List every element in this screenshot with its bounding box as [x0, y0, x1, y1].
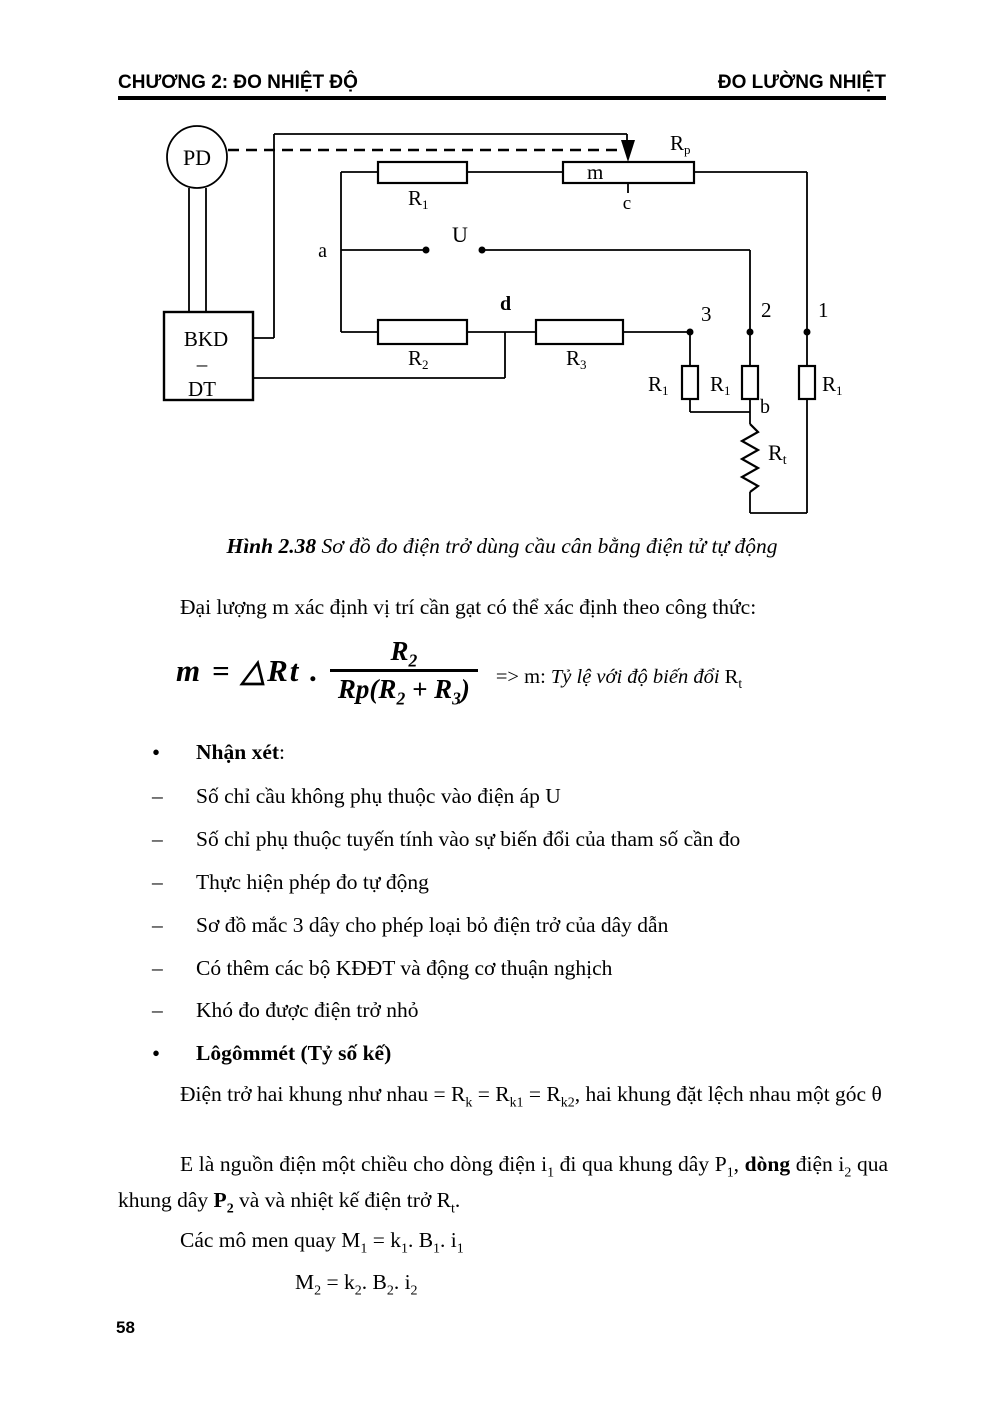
- rt-zigzag: [739, 423, 761, 493]
- note-item-row: – Có thêm các bộ KĐĐT và động cơ thuận n…: [152, 956, 892, 981]
- dash-marker: –: [152, 913, 163, 937]
- r1-line2-label: R1: [710, 372, 731, 398]
- note-item-row: – Sơ đồ mắc 3 dây cho phép loại bỏ điện …: [152, 913, 892, 938]
- a-label: a: [318, 240, 327, 262]
- node-dots: [422, 246, 811, 336]
- note-heading-row: • Lôgômmét (Tỷ số kế): [152, 1041, 892, 1067]
- bkd-dt-box: [162, 310, 255, 402]
- bkd-label-3: DT: [188, 377, 216, 401]
- m-label: m: [587, 160, 603, 184]
- header-chapter-title: CHƯƠNG 2: ĐO NHIỆT ĐỘ: [118, 72, 358, 93]
- b-label: b: [760, 396, 770, 418]
- formula-numerator: R2: [390, 636, 418, 671]
- note-heading: Lôgômmét (Tỷ số kế): [196, 1041, 392, 1065]
- resistor-r1-top: [376, 160, 469, 185]
- node3-dot: [686, 328, 694, 336]
- dash-marker: –: [152, 956, 163, 980]
- note-item-row: – Số chỉ phụ thuộc tuyến tính vào sự biế…: [152, 827, 892, 852]
- note-item: Số chỉ cầu không phụ thuộc vào điện áp U: [196, 784, 561, 808]
- note-item-row: – Số chỉ cầu không phụ thuộc vào điện áp…: [152, 784, 892, 809]
- dash-marker: –: [152, 827, 163, 851]
- node3-branch-wire: [689, 399, 750, 413]
- u-label: U: [452, 222, 468, 247]
- paragraph-moment: Các mô men quay M1 = k1. B1. i1: [180, 1228, 464, 1257]
- resistor-r1-line2: [740, 364, 760, 401]
- paragraph-khung: Điện trở hai khung như nhau = Rk = Rk1 =…: [180, 1082, 882, 1111]
- bkd-d-wire: [253, 332, 506, 379]
- note-item: Có thêm các bộ KĐĐT và động cơ thuận ngh…: [196, 956, 613, 980]
- pd-motor-circle: [166, 125, 228, 189]
- node1-label: 1: [818, 298, 829, 322]
- bottom-row-wire: [341, 331, 691, 366]
- circuit-diagram: PD BKD – DT R1 Rp m c a U d R2 R3 3 2 1 …: [162, 125, 843, 514]
- formula-denominator: Rp(R2 + R3): [329, 669, 478, 707]
- wiper-arrowhead: [621, 140, 635, 162]
- note-heading: Nhận xét:: [196, 740, 286, 764]
- note-item-row: – Thực hiện phép đo tự động: [152, 870, 892, 895]
- note-item: Thực hiện phép đo tự động: [196, 870, 429, 894]
- dash-marker: –: [152, 870, 163, 894]
- header-rule: [118, 96, 886, 100]
- pd-label: PD: [183, 145, 211, 170]
- note-item: Số chỉ phụ thuộc tuyến tính vào sự biến …: [196, 827, 741, 851]
- r3-label: R3: [566, 346, 587, 372]
- formula-lhs: m = △Rt .: [176, 652, 320, 688]
- formula-note: => m: Tỷ lệ với độ biến đổi Rt: [495, 666, 743, 692]
- r1-top-label: R1: [408, 186, 429, 212]
- resistor-r1-line3: [680, 364, 700, 401]
- rp-label: Rp: [670, 131, 691, 157]
- equation-m2: M2 = k2. B2. i2: [295, 1270, 418, 1299]
- c-label: c: [623, 193, 631, 214]
- pd-shaft-lines: [188, 188, 207, 312]
- node2-dot: [746, 328, 754, 336]
- note-item: Sơ đồ mắc 3 dây cho phép loại bỏ điện tr…: [196, 913, 669, 937]
- bkd-label-1: BKD: [184, 327, 228, 351]
- page-number: 58: [116, 1318, 135, 1337]
- r2-label: R2: [408, 346, 429, 372]
- note-item-row: – Khó đo được điện trở nhỏ: [152, 998, 892, 1023]
- dash-marker: –: [152, 784, 163, 808]
- resistor-r3: [534, 318, 625, 346]
- figure-caption: Hình 2.38 Sơ đồ đo điện trở dùng cầu cân…: [226, 534, 778, 558]
- potentiometer-rp: [561, 160, 696, 185]
- node3-label: 3: [701, 302, 712, 326]
- bullet-marker: •: [152, 740, 161, 765]
- u-supply-wire: [341, 249, 751, 424]
- paragraph-nguon: E là nguồn điện một chiều cho dòng điện …: [118, 1152, 888, 1217]
- bullet-marker: •: [152, 1041, 161, 1066]
- formula-block: m = △Rt . R2 Rp(R2 + R3) => m: Tỷ lệ với…: [176, 636, 743, 707]
- u-terminal-dot-left: [422, 246, 430, 254]
- feedback-wire: [253, 133, 628, 339]
- rt-label: Rt: [768, 440, 787, 468]
- note-item: Khó đo được điện trở nhỏ: [196, 998, 419, 1022]
- note-heading-row: • Nhận xét:: [152, 740, 892, 766]
- header-book-title: ĐO LƯỜNG NHIỆT: [717, 72, 886, 93]
- bkd-label-2: –: [196, 352, 208, 376]
- node1-dot: [803, 328, 811, 336]
- resistor-r2: [376, 318, 469, 346]
- resistor-r1-line1: [797, 364, 817, 401]
- r1-line3-label: R1: [648, 372, 669, 398]
- dash-marker: –: [152, 998, 163, 1022]
- u-terminal-dot-right: [478, 246, 486, 254]
- bottom-loop-wire: [749, 492, 807, 514]
- node2-label: 2: [761, 298, 772, 322]
- r1-line1-label: R1: [822, 372, 843, 398]
- d-label: d: [500, 293, 511, 315]
- intro-paragraph: Đại lượng m xác định vị trí cần gạt có t…: [180, 595, 757, 619]
- formula-fraction: R2 Rp(R2 + R3): [329, 636, 478, 707]
